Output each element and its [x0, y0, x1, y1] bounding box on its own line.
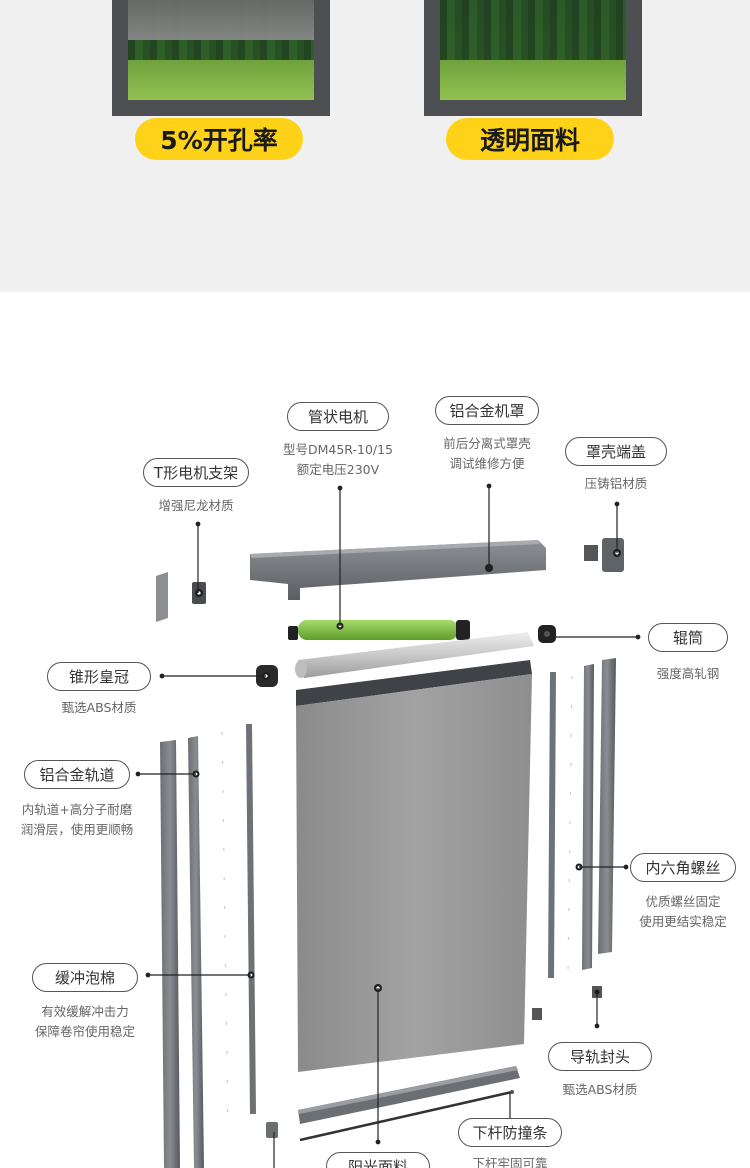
window-preview-transparent: [424, 0, 642, 116]
label-buffer-foam: 缓冲泡棉: [32, 963, 138, 992]
exploded-diagram: 管状电机 型号DM45R-10/15 额定电压230V 铝合金机罩 前后分离式罩…: [0, 292, 750, 1168]
roller-tube-part: [295, 625, 556, 678]
label-tube-motor: 管状电机: [287, 402, 389, 431]
label-track-end-cap: 导轨封头: [548, 1042, 652, 1071]
label-bottom-bar-strip: 下杆防撞条: [458, 1118, 562, 1147]
t-bracket-part: [156, 572, 206, 622]
forest-scene-image: [440, 0, 626, 100]
label-cone-crown: 锥形皇冠: [47, 662, 151, 691]
aluminum-cover-part: [250, 540, 546, 600]
screen-fabric: [128, 0, 314, 40]
desc-hex-screw: 优质螺丝固定 使用更结实稳定: [639, 894, 727, 929]
sunshade-fabric-part: [296, 660, 532, 1072]
desc-cone-crown: 甄选ABS材质: [61, 700, 137, 715]
desc-aluminum-track: 内轨道+高分子耐磨 润滑层，使用更顺畅: [20, 802, 134, 837]
left-track-part: [160, 724, 278, 1168]
desc-roller-tube: 强度高轧钢: [656, 666, 720, 681]
exploded-parts-drawing: [135, 483, 641, 1168]
label-aluminum-cover: 铝合金机罩: [435, 396, 539, 425]
desc-cover-end-cap: 压铸铝材质: [584, 476, 648, 491]
label-sunshade-fabric: 阳光面料: [326, 1152, 430, 1168]
tube-motor-part: [288, 620, 470, 640]
label-cover-end-cap: 罩壳端盖: [565, 437, 667, 466]
right-track-part: [532, 658, 616, 1020]
leader-lines: [135, 483, 641, 1168]
feature-section: 5%开孔率 透明面料: [0, 0, 750, 292]
desc-track-end-cap: 甄选ABS材质: [562, 1082, 638, 1097]
desc-buffer-foam: 有效缓解冲击力 保障卷帘使用稳定: [34, 1004, 135, 1039]
window-preview-5-percent: [112, 0, 330, 116]
feature-badge-transparent: 透明面料: [446, 118, 614, 160]
desc-tube-motor: 型号DM45R-10/15 额定电压230V: [282, 442, 394, 477]
cover-end-cap-part: [584, 538, 624, 572]
feature-badge-openness: 5%开孔率: [135, 118, 303, 160]
desc-aluminum-cover: 前后分离式罩壳 调试维修方便: [443, 436, 531, 471]
label-t-bracket: T形电机支架: [143, 458, 249, 487]
label-aluminum-track: 铝合金轨道: [24, 760, 130, 789]
cone-crown-part: [256, 665, 278, 687]
bottom-bar-part: [298, 1066, 520, 1142]
label-hex-screw: 内六角螺丝: [630, 853, 736, 882]
label-roller-tube: 辊筒: [648, 623, 728, 652]
desc-t-bracket: 增强尼龙材质: [158, 498, 234, 513]
desc-bottom-bar-strip: 下杆牢固可靠: [472, 1156, 548, 1168]
